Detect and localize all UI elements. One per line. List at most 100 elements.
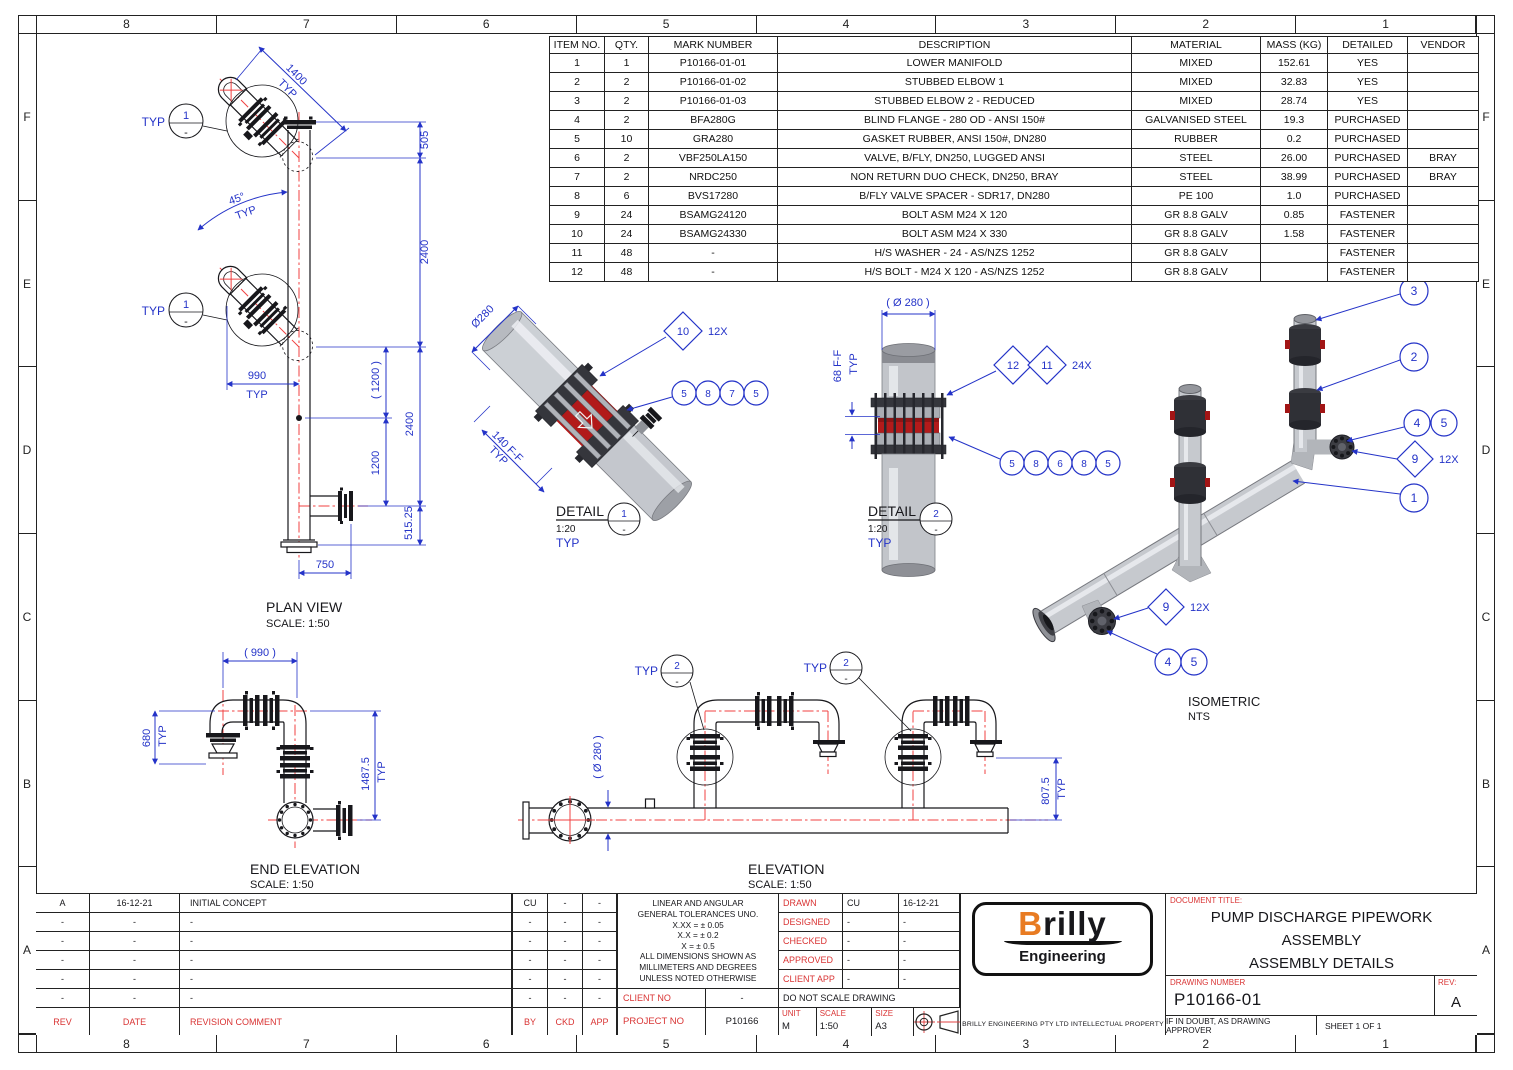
bom-cell-qty: 48 — [604, 243, 649, 263]
balloon-9b: 9 — [1163, 600, 1170, 614]
approvals-by: - — [513, 989, 548, 1008]
bom-cell-item: 8 — [549, 186, 605, 206]
approvals-header-ckd: CKD — [548, 1008, 583, 1035]
balloon-5b: 5 — [1191, 655, 1198, 669]
balloon-9b-qty: 12X — [1190, 602, 1210, 614]
balloon-qty: 24X — [1072, 360, 1092, 372]
detail-1-title: DETAIL — [556, 503, 604, 519]
callout-typ: TYP — [142, 115, 165, 129]
dim-8075-typ: TYP — [1056, 778, 1068, 799]
bom-cell-detailed: FASTENER — [1327, 243, 1408, 263]
plan-view: 1 - TYP 1 - TYP 1400 TYP 45° TYP — [142, 46, 431, 630]
client-no-label: CLIENT NO — [618, 988, 706, 1008]
balloon-2: 2 — [1411, 350, 1418, 364]
tolerance-line: LINEAR AND ANGULAR — [652, 898, 744, 909]
bom-cell-detailed: FASTENER — [1327, 205, 1408, 225]
bom-cell-vendor — [1407, 224, 1479, 244]
approvals-ckd: - — [548, 913, 583, 932]
plan-callout-1: 1 - TYP — [142, 103, 228, 139]
grid-col-label: 6 — [397, 1035, 577, 1053]
approvals-ckd: - — [548, 989, 583, 1008]
balloon-item: 5 — [681, 389, 687, 400]
bom-cell-mark: BFA280G — [648, 110, 778, 130]
drawing-number-value: P10166-01 — [1174, 990, 1262, 1010]
revision-comment: - — [180, 970, 512, 989]
grid-row-label: D — [18, 367, 36, 535]
signoff-by: - — [843, 970, 899, 989]
bom-row: 10 24 BSAMG24330 BOLT ASM M24 X 330 GR 8… — [549, 224, 1479, 244]
bom-cell-mark: - — [648, 243, 778, 263]
tolerance-line: X.X = ± 0.2 — [677, 930, 719, 941]
bom-cell-material: GR 8.8 GALV — [1131, 243, 1261, 263]
detail-1-sub: - — [622, 525, 625, 536]
callout-sub: - — [184, 127, 188, 139]
dim-51525: 515.25 — [403, 506, 415, 540]
bom-cell-description: NON RETURN DUO CHECK, DN250, BRAY — [777, 167, 1132, 187]
approvals-app: - — [583, 989, 617, 1008]
bom-cell-item: 12 — [549, 262, 605, 282]
bom-cell-mass: 38.99 — [1260, 167, 1328, 187]
bom-cell-mass: 0.85 — [1260, 205, 1328, 225]
revision-header-date: DATE — [90, 1008, 180, 1035]
drawing-number-row: DRAWING NUMBER P10166-01 REV: A — [1166, 976, 1477, 1017]
dim-dia-280: ( Ø 280 ) — [592, 735, 604, 778]
balloon-4b: 4 — [1165, 655, 1172, 669]
balloon-11-label: 11 — [1041, 360, 1052, 372]
bom-cell-material: RUBBER — [1131, 129, 1261, 149]
bom-cell-detailed: PURCHASED — [1327, 167, 1408, 187]
bom-cell-material: GR 8.8 GALV — [1131, 205, 1261, 225]
bom-cell-item: 11 — [549, 243, 605, 263]
tolerance-line: X.XX = ± 0.05 — [672, 919, 724, 930]
bom-cell-qty: 1 — [604, 53, 649, 73]
balloon-diamond-9 — [1396, 440, 1434, 478]
grid-col-label: 4 — [757, 1035, 937, 1053]
callout-num: 1 — [183, 110, 189, 122]
balloon-9-qty: 12X — [1439, 454, 1459, 466]
bom-cell-detailed: PURCHASED — [1327, 186, 1408, 206]
bom-cell-mass: 26.00 — [1260, 148, 1328, 168]
bom-cell-item: 5 — [549, 129, 605, 149]
bom-cell-mass — [1260, 243, 1328, 263]
detail-1-view: Ø280 140 F-F TYP 10 12X 5 8 7 5 DETAIL 1… — [469, 303, 769, 550]
revision-rev: - — [36, 932, 90, 951]
drawing-number-cell: DRAWING NUMBER P10166-01 — [1166, 976, 1434, 1015]
bom-cell-vendor — [1407, 186, 1479, 206]
bom-row: 3 2 P10166-01-03 STUBBED ELBOW 2 - REDUC… — [549, 91, 1479, 111]
bom-cell-qty: 24 — [604, 224, 649, 244]
approvals-ckd: - — [548, 894, 583, 913]
dim-680-typ: TYP — [157, 725, 169, 746]
detail-2-typ: TYP — [868, 536, 891, 550]
bom-cell-qty: 2 — [604, 167, 649, 187]
approvals-header-by: BY — [513, 1008, 548, 1035]
revision-table: A 16-12-21 INITIAL CONCEPT - - - - - - -… — [36, 894, 513, 1035]
balloon-10-qty: 12X — [708, 326, 728, 338]
balloon-item: 8 — [1033, 459, 1039, 470]
grid-row-label: A — [1477, 867, 1495, 1035]
callout-typ: TYP — [804, 661, 827, 675]
bom-cell-mark: P10166-01-01 — [648, 53, 778, 73]
grid-col-label: 2 — [1116, 1035, 1297, 1053]
end-elev-scale: SCALE: 1:50 — [250, 879, 314, 891]
revision-date: - — [90, 913, 180, 932]
bom-cell-mark: BSAMG24120 — [648, 205, 778, 225]
balloon-9: 9 — [1412, 452, 1419, 466]
bom-row: 2 2 P10166-01-02 STUBBED ELBOW 1 MIXED 3… — [549, 72, 1479, 92]
bom-row: 11 48 - H/S WASHER - 24 - AS/NZS 1252 GR… — [549, 243, 1479, 263]
scale-value: 1:50 — [819, 1021, 839, 1032]
signoff-date: - — [899, 932, 960, 951]
bom-cell-mass: 0.2 — [1260, 129, 1328, 149]
dim-990-typ: TYP — [246, 389, 267, 401]
approvals-by: CU — [513, 894, 548, 913]
bom-cell-item: 6 — [549, 148, 605, 168]
iso-blind-flange — [1088, 607, 1116, 635]
rev-label: REV: — [1438, 978, 1457, 987]
company-logo-block: Brilly Engineering BRILLY ENGINEERING PT… — [961, 894, 1166, 1035]
revision-rev: - — [36, 989, 90, 1008]
grid-col-label: 5 — [577, 1035, 757, 1053]
bom-cell-mark: BVS17280 — [648, 186, 778, 206]
logo-rest: rilly — [1043, 905, 1107, 942]
bom-cell-mark: P10166-01-02 — [648, 72, 778, 92]
elevation-view: 2 - TYP 2 - TYP ( Ø 280 ) 807.5 TYP E — [518, 651, 1068, 891]
